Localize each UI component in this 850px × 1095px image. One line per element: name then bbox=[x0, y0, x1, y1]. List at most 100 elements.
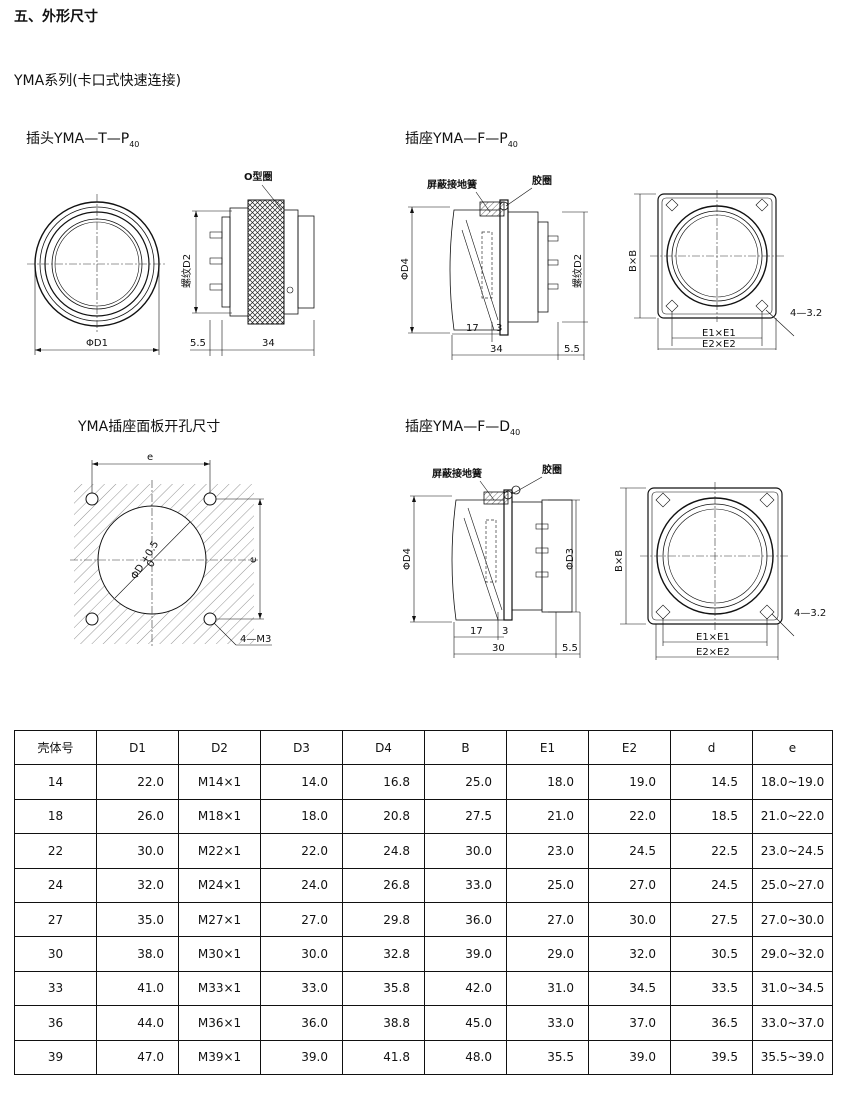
socket-d-dim-55: 5.5 bbox=[562, 643, 578, 654]
table-cell: 30.0 bbox=[588, 901, 671, 938]
col-header: E2 bbox=[588, 729, 671, 766]
table-cell: 29.0~32.0 bbox=[752, 936, 833, 972]
table-cell: 35.0 bbox=[96, 901, 179, 938]
socket-d-d4-label: ΦD4 bbox=[402, 548, 413, 570]
socket-d-dim-30: 30 bbox=[492, 643, 505, 654]
plug-thread-label: 螺纹D2 bbox=[180, 254, 193, 288]
col-header: D3 bbox=[260, 729, 343, 766]
table-cell: 35.8 bbox=[342, 970, 425, 1007]
col-header: D2 bbox=[178, 729, 261, 766]
table-cell: 27.5 bbox=[670, 901, 753, 938]
table-cell: 32.0 bbox=[588, 936, 671, 972]
panel-e-top: e bbox=[147, 452, 153, 463]
table-header-row: 壳体号 D1 D2 D3 D4 B E1 E2 d e bbox=[14, 729, 833, 766]
table-cell: 33.5 bbox=[670, 970, 753, 1007]
table-cell: 18.5 bbox=[670, 798, 753, 835]
table-cell: 38.0 bbox=[96, 936, 179, 972]
table-cell: 44.0 bbox=[96, 1005, 179, 1041]
table-cell: 33.0 bbox=[424, 867, 507, 903]
table-cell: 22.0 bbox=[588, 798, 671, 835]
table-cell: 39 bbox=[14, 1039, 97, 1075]
table-cell: M18×1 bbox=[178, 798, 261, 835]
table-cell: 24.5 bbox=[588, 833, 671, 869]
table-cell: 16.8 bbox=[342, 764, 425, 800]
table-cell: 14.0 bbox=[260, 764, 343, 800]
table-cell: 18.0 bbox=[260, 798, 343, 835]
table-cell: M33×1 bbox=[178, 970, 261, 1007]
table-cell: 30.5 bbox=[670, 936, 753, 972]
table-cell: 38.8 bbox=[342, 1005, 425, 1041]
caption-socket-d: 插座YMA—F—D40 bbox=[405, 419, 521, 437]
table-cell: M30×1 bbox=[178, 936, 261, 972]
table-cell: 21.0~22.0 bbox=[752, 798, 833, 835]
table-cell: 36.0 bbox=[424, 901, 507, 938]
panel-m3-label: 4—M3 bbox=[240, 634, 271, 645]
table-cell: 24.8 bbox=[342, 833, 425, 869]
plug-d1-label: ΦD1 bbox=[86, 338, 108, 349]
table-cell: 27.0~30.0 bbox=[752, 901, 833, 938]
table-cell: 22.5 bbox=[670, 833, 753, 869]
table-cell: 30.0 bbox=[260, 936, 343, 972]
col-header: d bbox=[670, 729, 753, 766]
socket-p-e2-label: E2×E2 bbox=[702, 339, 736, 350]
table-cell: 41.0 bbox=[96, 970, 179, 1007]
socket-p-side-view: 屏蔽接地簧 胶圈 ΦD4 螺纹D2 17 3 34 5.5 bbox=[400, 174, 588, 360]
table-cell: 27.0 bbox=[260, 901, 343, 938]
table-cell: 31.0~34.5 bbox=[752, 970, 833, 1007]
table-cell: 24.5 bbox=[670, 867, 753, 903]
table-cell: 24.0 bbox=[260, 867, 343, 903]
plug-front-view: ΦD1 bbox=[27, 194, 167, 355]
table-cell: M39×1 bbox=[178, 1039, 261, 1075]
section-title: 五、外形尺寸 bbox=[14, 9, 98, 25]
table-cell: 19.0 bbox=[588, 764, 671, 800]
technical-drawings: ΦD1 O型圈 螺纹D2 5.5 34 屏蔽接地簧 胶圈 bbox=[27, 170, 826, 660]
socket-p-e1-label: E1×E1 bbox=[702, 328, 736, 339]
table-cell: M27×1 bbox=[178, 901, 261, 938]
table-cell: 26.0 bbox=[96, 798, 179, 835]
table-cell: 36.5 bbox=[670, 1005, 753, 1041]
table-cell: 39.5 bbox=[670, 1039, 753, 1075]
socket-d-e1-label: E1×E1 bbox=[696, 632, 730, 643]
socket-p-shield-label: 屏蔽接地簧 bbox=[426, 178, 477, 191]
socket-p-gasket-label: 胶圈 bbox=[532, 174, 552, 187]
plug-side-view: O型圈 螺纹D2 5.5 34 bbox=[180, 170, 315, 356]
table-cell: 45.0 bbox=[424, 1005, 507, 1041]
table-cell: 39.0 bbox=[260, 1039, 343, 1075]
series-title: YMA系列(卡口式快速连接) bbox=[14, 73, 182, 89]
col-header: D1 bbox=[96, 729, 179, 766]
table-cell: 21.0 bbox=[506, 798, 589, 835]
table-cell: 36 bbox=[14, 1005, 97, 1041]
plug-dim-b: 34 bbox=[262, 338, 275, 349]
table-cell: 27 bbox=[14, 901, 97, 938]
table-cell: M24×1 bbox=[178, 867, 261, 903]
plug-dim-a: 5.5 bbox=[190, 338, 206, 349]
table-cell: 18 bbox=[14, 798, 97, 835]
socket-p-dim-55: 5.5 bbox=[564, 344, 580, 355]
table-cell: 34.5 bbox=[588, 970, 671, 1007]
socket-p-thread-label: 螺纹D2 bbox=[571, 254, 584, 288]
socket-p-hole-label: 4—3.2 bbox=[790, 308, 822, 319]
table-cell: 32.0 bbox=[96, 867, 179, 903]
caption-socket-p: 插座YMA—F—P40 bbox=[405, 131, 518, 149]
table-cell: 30.0 bbox=[96, 833, 179, 869]
table-cell: 24 bbox=[14, 867, 97, 903]
table-cell: M36×1 bbox=[178, 1005, 261, 1041]
table-cell: 32.8 bbox=[342, 936, 425, 972]
panel-cutout: e e ΦD +0.5 0 4—M3 bbox=[70, 452, 272, 648]
table-cell: M14×1 bbox=[178, 764, 261, 800]
col-header: 壳体号 bbox=[14, 729, 97, 766]
table-cell: 33.0 bbox=[506, 1005, 589, 1041]
socket-d-hole-label: 4—3.2 bbox=[794, 608, 826, 619]
socket-d-d3-label: ΦD3 bbox=[565, 548, 576, 570]
socket-d-bxb-label: B×B bbox=[614, 550, 625, 572]
col-header: B bbox=[424, 729, 507, 766]
socket-p-d4-label: ΦD4 bbox=[400, 258, 411, 280]
